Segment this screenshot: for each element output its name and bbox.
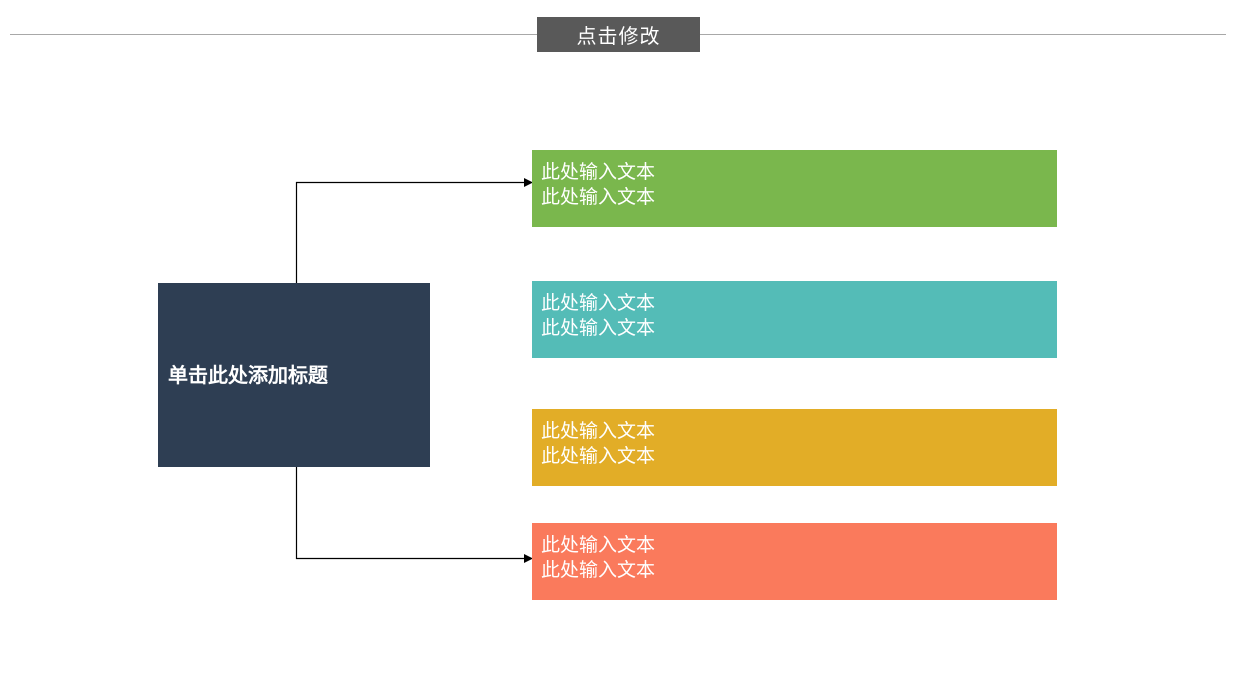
text-box-line: 此处输入文本 [541, 186, 656, 208]
title-placeholder[interactable]: 单击此处添加标题 [158, 283, 430, 467]
text-box-line: 此处输入文本 [541, 559, 656, 581]
text-box-orange[interactable]: 此处输入文本 此处输入文本 [532, 523, 1057, 600]
header-badge[interactable]: 点击修改 [537, 17, 700, 52]
connector-top [295, 178, 533, 283]
text-box-teal[interactable]: 此处输入文本 此处输入文本 [532, 281, 1057, 358]
text-box-line: 此处输入文本 [541, 420, 656, 442]
text-box-line: 此处输入文本 [541, 534, 656, 556]
text-box-line: 此处输入文本 [541, 445, 656, 467]
text-box-line: 此处输入文本 [541, 292, 656, 314]
title-text: 单击此处添加标题 [168, 363, 328, 387]
text-box-line: 此处输入文本 [541, 161, 656, 183]
text-box-yellow[interactable]: 此处输入文本 此处输入文本 [532, 409, 1057, 486]
connector-bottom [295, 467, 533, 563]
text-box-green[interactable]: 此处输入文本 此处输入文本 [532, 150, 1057, 227]
text-box-line: 此处输入文本 [541, 317, 656, 339]
